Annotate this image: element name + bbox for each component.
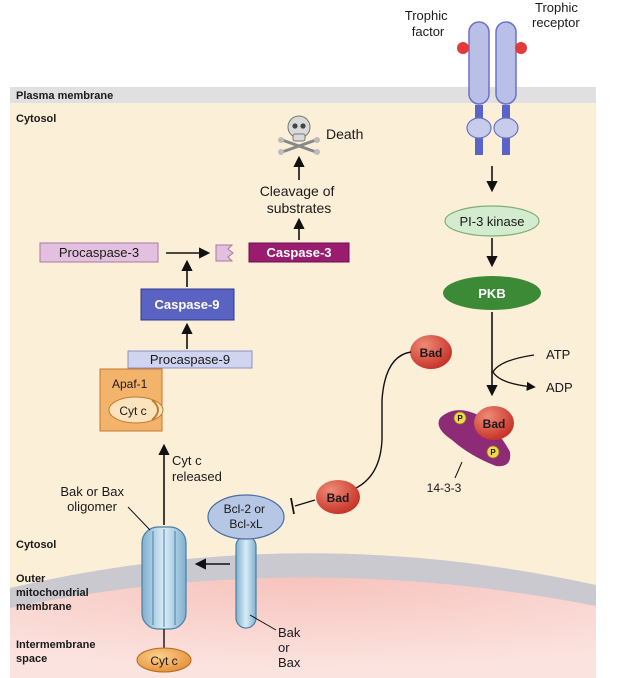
plasma-membrane-band <box>10 87 596 103</box>
bak-bax-oligomer <box>141 526 187 630</box>
cleaved-fragment <box>215 244 234 262</box>
apaf-hook <box>151 399 159 421</box>
cytosol-top-label: Cytosol <box>16 113 56 125</box>
bad-inhibit-node <box>316 480 360 514</box>
inhibit-bar <box>290 497 295 515</box>
trophic-factor-label: Trophic factor <box>405 8 452 39</box>
bad-bound-node <box>474 406 514 440</box>
cytc-apaf-label: Cyt c <box>119 404 146 418</box>
death-label: Death <box>326 126 363 142</box>
bad-inhibit-label: Bad <box>327 491 350 505</box>
bak-bax-leader <box>249 614 277 631</box>
pkb-label: PKB <box>478 286 505 301</box>
oligomer-leader <box>127 506 151 531</box>
atp-adp-curve <box>492 354 536 391</box>
bcl2-label: Bcl-2 or Bcl-xL <box>224 502 269 531</box>
cytosol-bottom-label: Cytosol <box>16 539 56 551</box>
trophic-factor-left <box>457 42 469 54</box>
procaspase3-box <box>39 242 159 263</box>
caspase3-label: Caspase-3 <box>266 245 331 260</box>
phospho-upper-label: P <box>457 414 463 423</box>
procaspase9-label: Procaspase-9 <box>150 352 230 367</box>
skull-icon <box>278 115 320 155</box>
chaperone-label: 14-3-3 <box>427 481 462 495</box>
cytc-space-node <box>136 647 192 673</box>
caspase3-box <box>248 242 350 263</box>
bak-bax-monomer <box>235 535 257 629</box>
bad-free-node <box>410 335 452 369</box>
oligomer-label: Bak or Bax oligomer <box>60 484 127 514</box>
bcl2-node <box>207 494 285 540</box>
plasma-membrane-label: Plasma membrane <box>16 90 113 102</box>
bad-inhibit-curve <box>345 351 412 493</box>
bad-free-label: Bad <box>420 346 443 360</box>
caspase9-box <box>140 288 235 321</box>
procaspase9-box <box>127 350 253 369</box>
trophic-receptor <box>466 21 519 155</box>
trophic-factor-right <box>515 42 527 54</box>
cytc-space-label: Cyt c <box>150 654 177 668</box>
outer-membrane-label: Outer mitochondrial membrane <box>16 573 92 613</box>
pkb-node <box>443 276 541 310</box>
atp-label: ATP <box>546 347 570 362</box>
cytc-released-label: Cyt c released <box>172 453 222 484</box>
cleavage-label: Cleavage of substrates <box>260 183 339 216</box>
bad-bound-label: Bad <box>483 417 506 431</box>
phospho-lower-label: P <box>490 448 496 457</box>
cytc-apaf-node <box>108 396 164 424</box>
inhibit-line <box>294 499 316 507</box>
adp-label: ADP <box>546 380 573 395</box>
bak-or-bax-label: Bak or Bax <box>278 625 304 670</box>
apaf1-label: Apaf-1 <box>112 377 148 391</box>
trophic-receptor-label: Trophic receptor <box>532 0 582 30</box>
phospho-lower <box>486 445 500 459</box>
pi3k-label: PI-3 kinase <box>459 214 524 229</box>
caspase9-label: Caspase-9 <box>154 297 219 312</box>
chaperone-leader <box>454 461 463 479</box>
phospho-upper <box>453 411 467 425</box>
pi3k-node <box>444 205 540 237</box>
procaspase3-label: Procaspase-3 <box>59 245 139 260</box>
intermembrane-label: Intermembrane space <box>16 639 99 665</box>
